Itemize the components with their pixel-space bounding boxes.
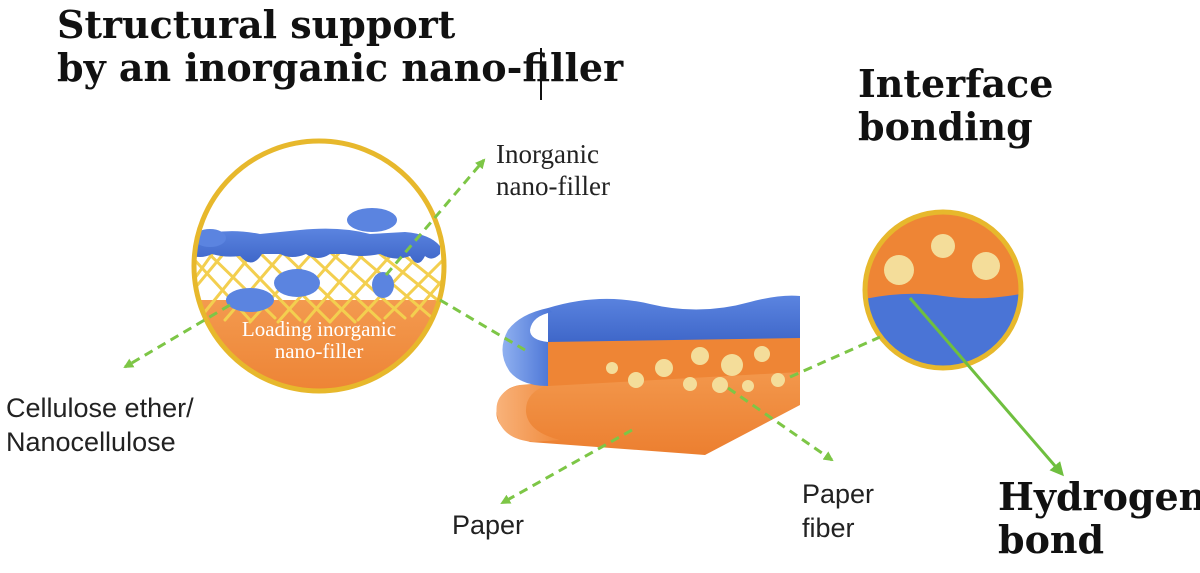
cellulose-ether-label: Cellulose ether/ Nanocellulose (6, 392, 194, 460)
label-line: Nanocellulose (6, 426, 176, 457)
filler-blob (194, 229, 226, 247)
label-line: Paper (802, 479, 875, 509)
interface-bonding-title: Interface bonding (858, 61, 1054, 149)
label-line: Cellulose ether/ (6, 393, 194, 423)
interface-zoom-circle (862, 209, 1024, 371)
arrow-to-inorganic-label (384, 158, 486, 276)
label-line: nano-filler (496, 171, 610, 202)
structural-support-title: Structural support by an inorganic nano-… (57, 2, 624, 90)
inorganic-nano-filler-label: Inorganic nano-filler (496, 138, 610, 203)
paper-label: Paper (452, 509, 524, 541)
title-line: Structural support (57, 2, 456, 47)
coating-top-layer (548, 295, 800, 342)
zoom-link-right (789, 335, 881, 379)
arrow-to-paper-label (500, 428, 633, 505)
label-line: fiber (802, 512, 855, 543)
paper-fiber-label: Paper fiber (802, 478, 874, 546)
hydrogen-bond-title: Hydrogen bond (998, 474, 1200, 562)
filler-blob (226, 288, 274, 312)
zoom-ring (191, 138, 447, 394)
title-line: Interface (858, 61, 1054, 106)
coated-paper-illustration (496, 295, 800, 455)
coating-roll (502, 308, 552, 386)
arrow-to-fiber-label (727, 386, 834, 462)
arrow-to-cellulose-label (123, 303, 231, 369)
label-line: Loading inorganic (241, 317, 397, 341)
filler-blob (372, 272, 394, 298)
title-line: bond (998, 516, 1105, 562)
interface-particle (972, 252, 1000, 280)
zoom-link-left (439, 298, 526, 352)
interface-zoom-ring (862, 209, 1024, 371)
filler-blob (274, 269, 320, 297)
title-line: bonding (858, 103, 1033, 149)
interface-particle (884, 255, 914, 285)
interface-particle (931, 234, 955, 258)
title-line: Hydrogen (998, 474, 1200, 519)
paper-base-roll (496, 385, 560, 442)
loading-filler-label: Loading inorganic nano-filler (204, 318, 434, 362)
title-line: by an inorganic nano-filler (57, 44, 624, 90)
label-line: Paper (452, 510, 525, 540)
arrow-to-hydrogen-bond (908, 297, 1064, 477)
polymer-coating (194, 228, 440, 263)
structural-zoom-circle (191, 138, 447, 394)
label-line: Inorganic (496, 139, 599, 169)
label-line: nano-filler (274, 339, 364, 364)
filler-blob (347, 208, 397, 232)
filler-particles (606, 346, 785, 393)
leader-arrows (123, 158, 881, 505)
